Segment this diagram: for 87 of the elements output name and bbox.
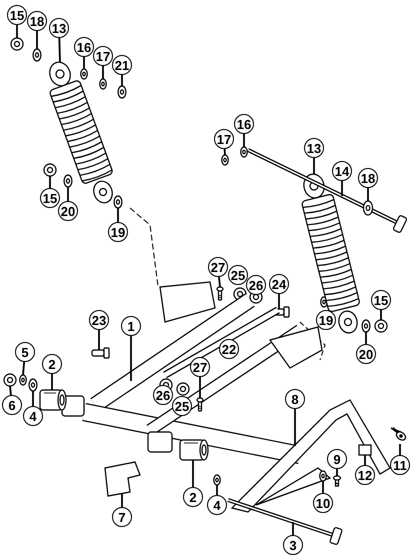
washer: [213, 474, 221, 486]
leader-line: [58, 38, 61, 62]
washer: [64, 174, 72, 188]
callout-number: 20: [356, 344, 376, 364]
callout-number: 15: [40, 188, 60, 208]
callout-number: 17: [93, 46, 113, 66]
leader-line: [313, 158, 315, 174]
callout-number: 16: [234, 114, 254, 134]
callout-number: 7: [112, 507, 132, 527]
leader-line: [216, 485, 218, 495]
callout-number: 9: [327, 449, 347, 469]
nut: [10, 37, 24, 51]
bushing: [179, 439, 209, 461]
leader-line: [83, 57, 85, 69]
nut: [374, 319, 388, 333]
leader-line: [278, 294, 280, 309]
leader-line: [51, 374, 53, 390]
leader-line: [67, 187, 69, 201]
leader-line: [16, 25, 18, 38]
leader-line: [380, 310, 382, 320]
washer: [240, 146, 248, 158]
leader-line: [32, 391, 34, 406]
washer: [221, 154, 229, 166]
leader-line: [365, 332, 367, 344]
washer: [114, 195, 122, 209]
leader-line: [224, 148, 226, 156]
leader-line: [22, 362, 26, 376]
callout-number: 15: [371, 290, 391, 310]
leader-line: [243, 134, 245, 147]
leader-line: [336, 469, 338, 476]
washer: [118, 85, 126, 99]
callout-number: 3: [283, 535, 303, 555]
leader-line: [98, 330, 100, 350]
callout-number: 18: [27, 11, 47, 31]
washer: [80, 68, 88, 80]
washer: [319, 470, 327, 482]
washer: [28, 378, 38, 392]
washer: [362, 319, 370, 333]
callout-number: 13: [304, 138, 324, 158]
callout-number: 4: [23, 406, 43, 426]
leader-line: [121, 494, 123, 507]
callout-number: 5: [15, 342, 35, 362]
leader-line: [341, 181, 343, 196]
clip: [104, 461, 141, 497]
callout-number: 11: [390, 455, 410, 475]
leader-line: [49, 176, 51, 188]
callout-number: 20: [58, 201, 78, 221]
leader-line: [364, 455, 366, 465]
screw: [332, 475, 342, 487]
callout-number: 13: [49, 18, 69, 38]
leader-line: [130, 336, 132, 381]
callout-number: 10: [313, 493, 333, 513]
nut: [43, 163, 57, 177]
callout-number: 25: [228, 265, 248, 285]
callout-number: 15: [7, 5, 27, 25]
callout-number: 2: [42, 354, 62, 374]
leader-line: [292, 522, 294, 535]
callout-number: 16: [74, 37, 94, 57]
nut: [3, 373, 17, 387]
callout-number: 6: [2, 395, 22, 415]
callout-number: 24: [269, 274, 289, 294]
callout-number: 27: [208, 257, 228, 277]
leader-line: [102, 66, 104, 79]
bushing: [39, 389, 67, 411]
washer: [32, 48, 42, 62]
leader-line: [399, 444, 401, 455]
leader-line: [117, 208, 119, 222]
leader-line: [9, 386, 12, 396]
leader-line: [192, 460, 194, 487]
leader-line: [218, 276, 221, 288]
callout-number: 19: [108, 222, 128, 242]
washer: [19, 374, 27, 386]
callout-number: 2: [183, 487, 203, 507]
plate: [358, 444, 372, 456]
leader-line: [36, 31, 38, 49]
callout-number: 26: [246, 275, 266, 295]
leader-line: [199, 377, 201, 398]
callout-number: 21: [112, 55, 132, 75]
callout-number: 19: [316, 310, 336, 330]
screw: [390, 426, 406, 441]
callout-number: 4: [207, 495, 227, 515]
callout-number: 12: [355, 465, 375, 485]
leader-line: [121, 75, 123, 86]
leader-line: [294, 409, 296, 446]
leader-line: [322, 481, 324, 493]
leader-line: [367, 188, 369, 201]
callout-number: 17: [214, 129, 234, 149]
